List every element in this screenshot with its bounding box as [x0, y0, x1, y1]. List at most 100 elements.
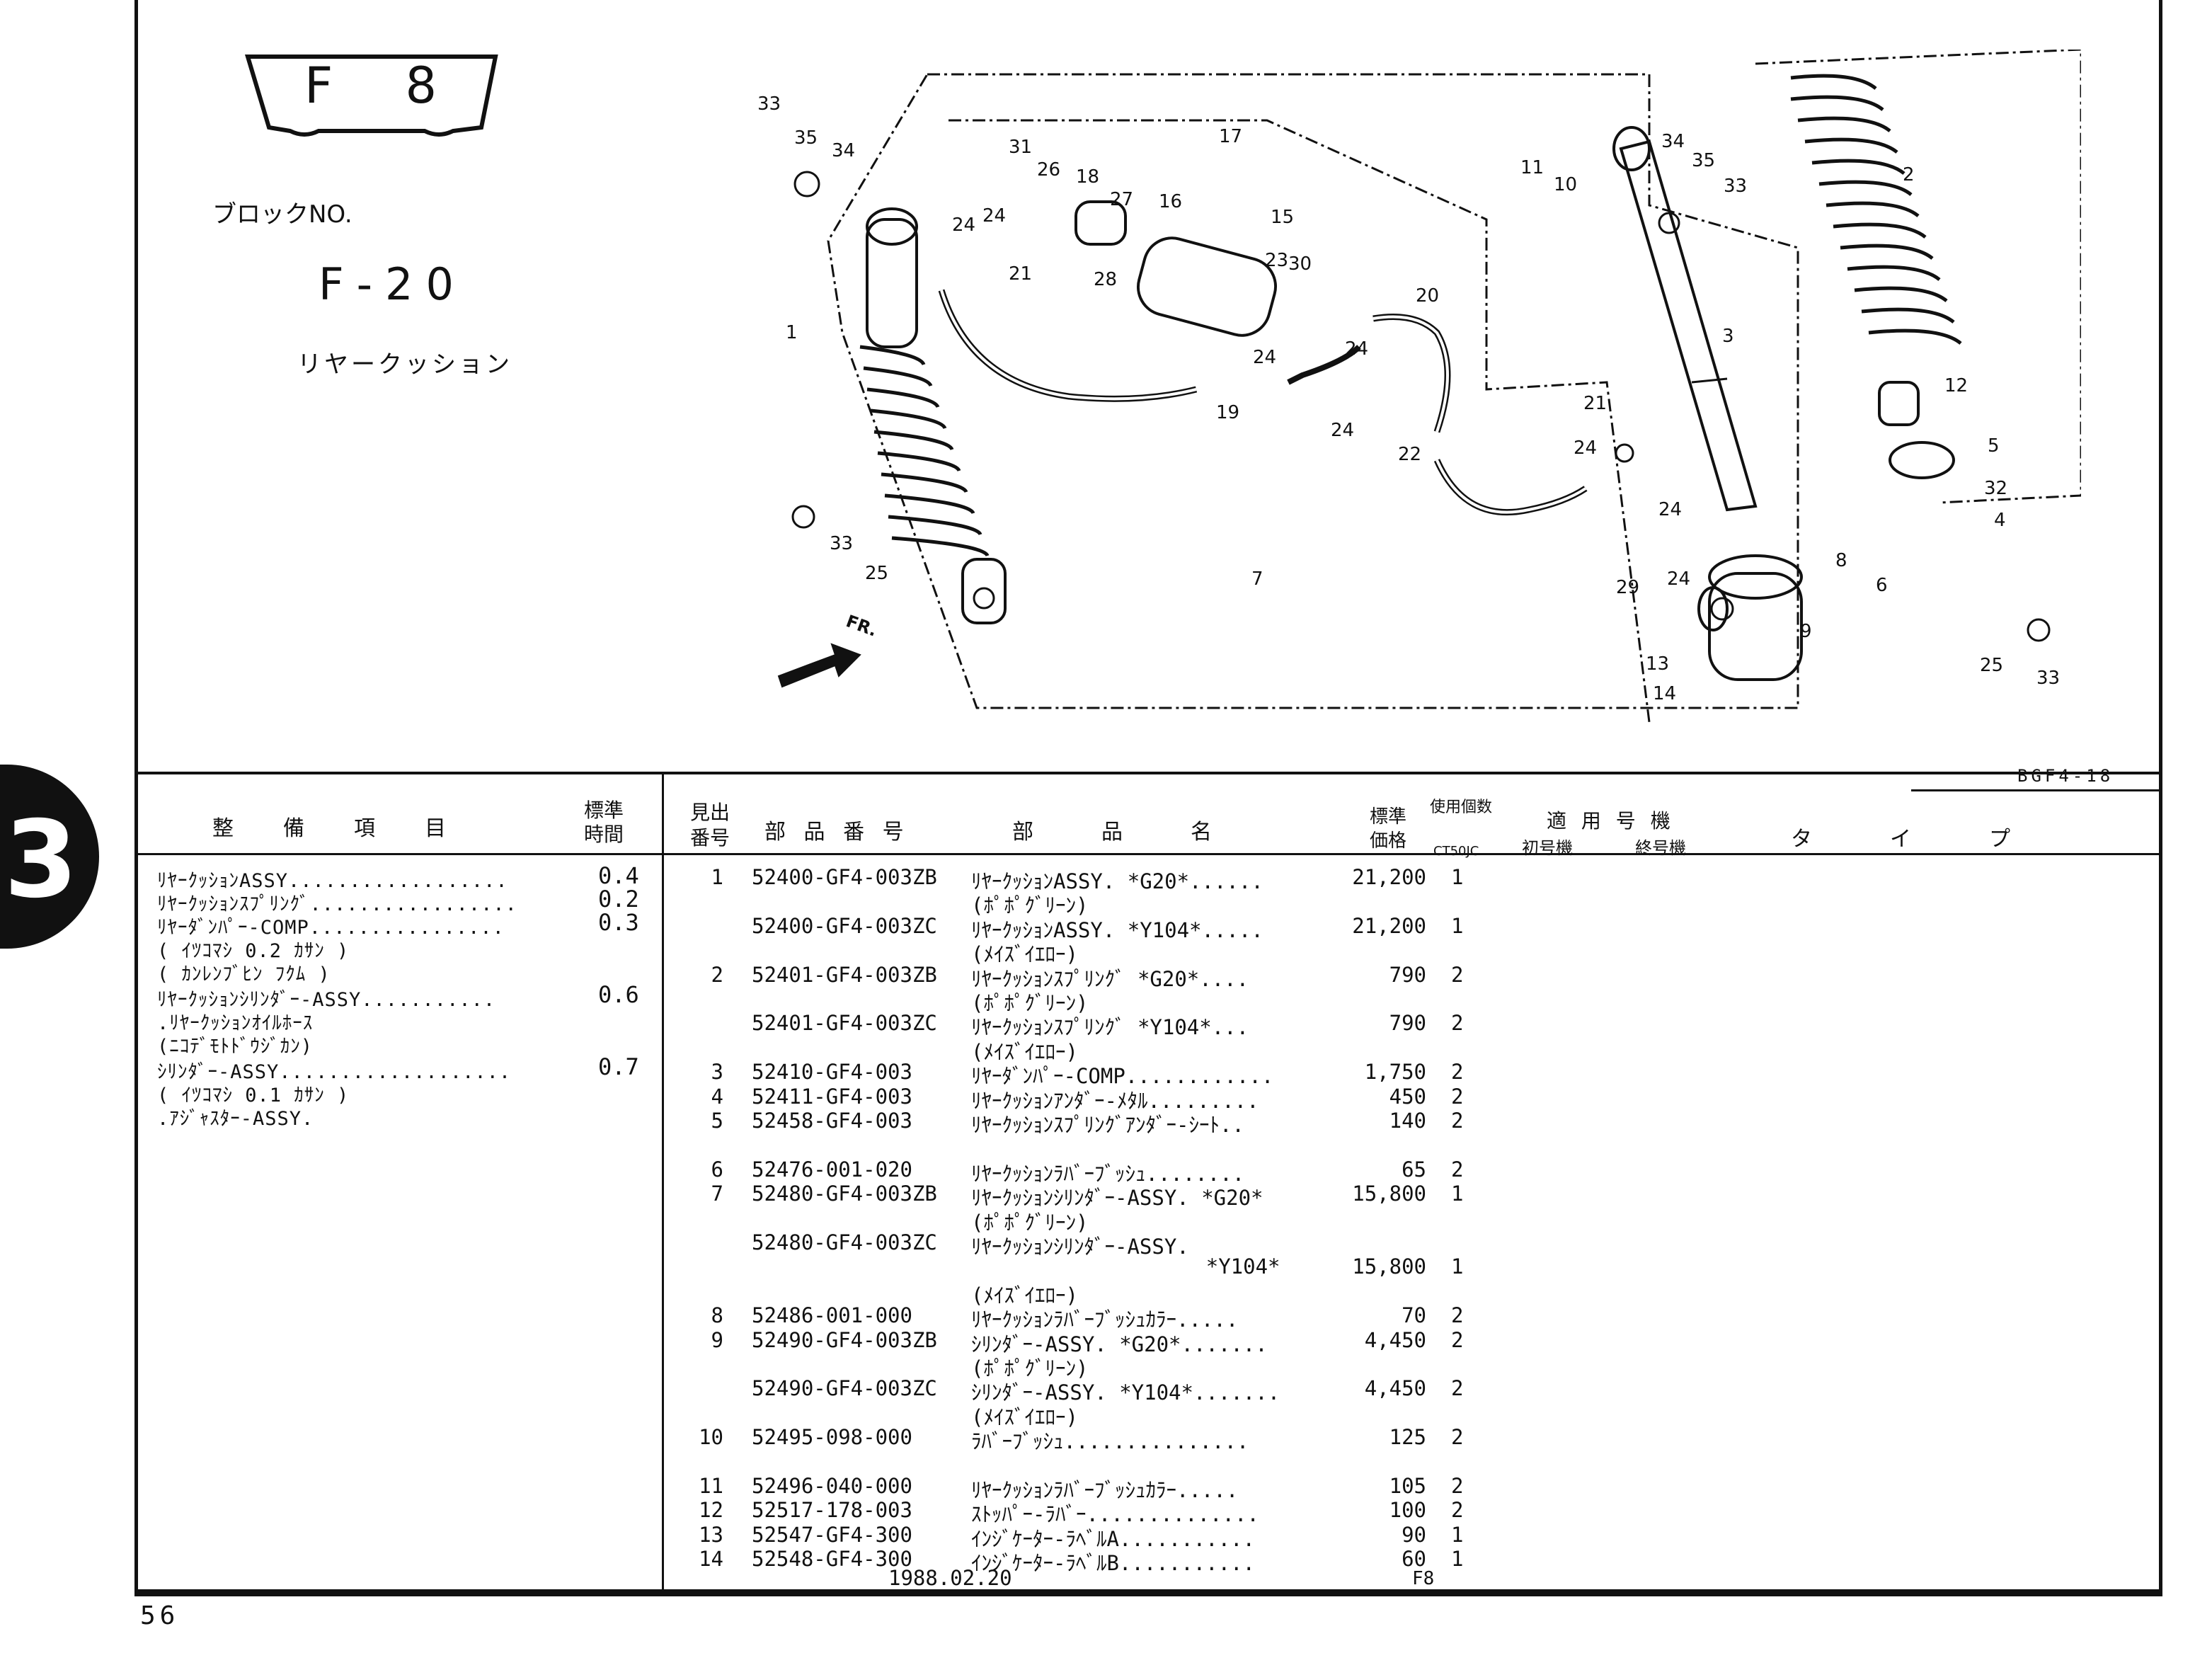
part-name: ﾘﾔｰｸｯｼｮﾝｼﾘﾝﾀﾞｰ-ASSY. *G20* [971, 1186, 1263, 1211]
block-name: リヤークッション [297, 350, 512, 379]
part-ref: 14 [699, 1547, 723, 1572]
part-ref: 3 [711, 1060, 723, 1085]
parts-col-applicable: 適 用 号 機 [1547, 809, 1675, 833]
callout: 29 [1616, 577, 1640, 598]
parts-col-last: 終号機 [1635, 838, 1686, 858]
part-name: (ﾎﾟﾎﾟｸﾞﾘｰﾝ) [971, 1356, 1089, 1380]
callout: 3 [1722, 326, 1734, 347]
parts-col-type: タ イ プ [1791, 827, 2039, 852]
parts-col-ref: 見出 番号 [690, 801, 730, 850]
labor-time: 0.6 [598, 981, 639, 1008]
callout: 16 [1159, 191, 1183, 212]
callout: 24 [1667, 568, 1691, 590]
callout: 5 [1988, 435, 2000, 457]
part-price: 70 [1402, 1303, 1426, 1328]
part-qty: 2 [1451, 1011, 1464, 1036]
callout: 33 [1724, 176, 1748, 197]
part-qty: 2 [1451, 1109, 1464, 1133]
labor-col-item: 整 備 項 目 [212, 816, 460, 841]
footer-date: 1988.02.20 [888, 1566, 1012, 1590]
part-ref: 6 [711, 1157, 723, 1182]
labor-row: ( ｶﾝﾚﾝﾌﾞﾋﾝ ﾌｸﾑ ) [157, 963, 331, 985]
part-qty: 2 [1451, 1084, 1464, 1109]
part-price: 790 [1389, 1011, 1426, 1036]
callout: 10 [1554, 174, 1578, 195]
table-divider [662, 772, 664, 1593]
part-name: ﾘﾔｰｸｯｼｮﾝｽﾌﾟﾘﾝｸﾞｱﾝﾀﾞｰ-ｼｰﾄ.. [971, 1113, 1244, 1137]
callout: 24 [952, 215, 976, 236]
callout: 4 [1994, 510, 2006, 531]
part-qty: 2 [1451, 1474, 1464, 1498]
part-price: 100 [1389, 1498, 1426, 1523]
part-ref: 11 [699, 1474, 723, 1498]
page-frame [134, 0, 2162, 1596]
callout: 33 [2036, 668, 2061, 689]
callout: 12 [1944, 375, 1969, 396]
part-ref: 5 [711, 1109, 723, 1133]
part-qty: 2 [1451, 962, 1464, 987]
part-qty: 1 [1451, 1547, 1464, 1572]
table-sub-rule [1911, 789, 2162, 791]
part-qty: 1 [1451, 1254, 1464, 1279]
part-name: (ﾎﾟﾎﾟｸﾞﾘｰﾝ) [971, 1210, 1089, 1235]
labor-row: .ﾘﾔｰｸｯｼｮﾝｵｲﾙﾎｰｽ [157, 1012, 314, 1034]
callout: 18 [1076, 166, 1100, 188]
part-ref: 4 [711, 1084, 723, 1109]
part-ref: 12 [699, 1498, 723, 1523]
part-qty: 2 [1451, 1425, 1464, 1450]
callout: 15 [1271, 207, 1295, 228]
part-number: 52480-GF4-003ZB [752, 1182, 937, 1206]
part-number: 52400-GF4-003ZB [752, 865, 937, 889]
callout: 24 [1253, 347, 1277, 368]
part-number: 52548-GF4-300 [752, 1547, 912, 1572]
part-name: ﾘﾔｰｸｯｼｮﾝﾗﾊﾞｰﾌﾞｯｼｭ........ [971, 1161, 1245, 1186]
part-qty: 2 [1451, 1327, 1464, 1352]
callout: 24 [1658, 499, 1683, 520]
part-ref: 1 [711, 865, 723, 889]
callout: 13 [1646, 653, 1670, 675]
part-ref: 10 [699, 1425, 723, 1450]
footer-code: F8 [1412, 1568, 1435, 1589]
parts-col-part-no: 部 品 番 号 [764, 820, 910, 845]
callout: 25 [1980, 655, 2004, 676]
part-number: 52411-GF4-003 [752, 1084, 912, 1109]
callout: 28 [1094, 269, 1118, 290]
part-number: 52490-GF4-003ZC [752, 1376, 937, 1401]
callout: 35 [1692, 150, 1716, 171]
part-number: 52496-040-000 [752, 1474, 912, 1498]
part-number: 52480-GF4-003ZC [752, 1230, 937, 1254]
section-tab: 3 [0, 765, 99, 949]
callout: 9 [1800, 621, 1812, 642]
part-qty: 2 [1451, 1376, 1464, 1401]
part-price: 60 [1402, 1547, 1426, 1572]
part-name: ｼﾘﾝﾀﾞｰ-ASSY. *G20*....... [971, 1332, 1268, 1356]
part-ref: 9 [711, 1327, 723, 1352]
callout: 31 [1009, 137, 1033, 158]
parts-col-qty-sub: CT50JC [1433, 844, 1479, 859]
part-price: 4,450 [1364, 1327, 1426, 1352]
part-ref: 13 [699, 1522, 723, 1547]
callout: 33 [757, 93, 781, 115]
callout: 34 [832, 140, 856, 161]
callout: 24 [1345, 338, 1369, 360]
parts-col-first: 初号機 [1522, 838, 1573, 858]
part-name: ﾘﾔｰｸｯｼｮﾝｱﾝﾀﾞｰ-ﾒﾀﾙ......... [971, 1088, 1259, 1113]
exploded-diagram [777, 50, 2081, 723]
part-name: (ﾒｲｽﾞｲｴﾛｰ) [971, 1039, 1078, 1064]
part-name: (ﾒｲｽﾞｲｴﾛｰ) [971, 942, 1078, 967]
callout: 21 [1583, 393, 1608, 414]
part-price: 90 [1402, 1522, 1426, 1547]
part-name: ｲﾝｼﾞｹｰﾀｰ-ﾗﾍﾞﾙB........... [971, 1551, 1255, 1576]
labor-row: ( ｲﾂｺﾏｼ 0.2 ｶｻﾝ ) [157, 940, 350, 962]
part-number: 52401-GF4-003ZB [752, 962, 937, 987]
labor-time: 0.3 [598, 909, 639, 936]
part-price: 1,750 [1364, 1060, 1426, 1085]
callout: 1 [786, 322, 798, 343]
section-code: F 8 [304, 57, 466, 115]
labor-row: ﾘﾔｰﾀﾞﾝﾊﾟｰ-COMP................ [157, 917, 505, 939]
part-qty: 1 [1451, 1522, 1464, 1547]
callout: 2 [1903, 164, 1915, 185]
part-name: ﾘﾔｰｸｯｼｮﾝASSY. *G20*...... [971, 869, 1263, 893]
part-price: 21,200 [1352, 865, 1426, 889]
part-name: *Y104* [971, 1254, 1280, 1279]
